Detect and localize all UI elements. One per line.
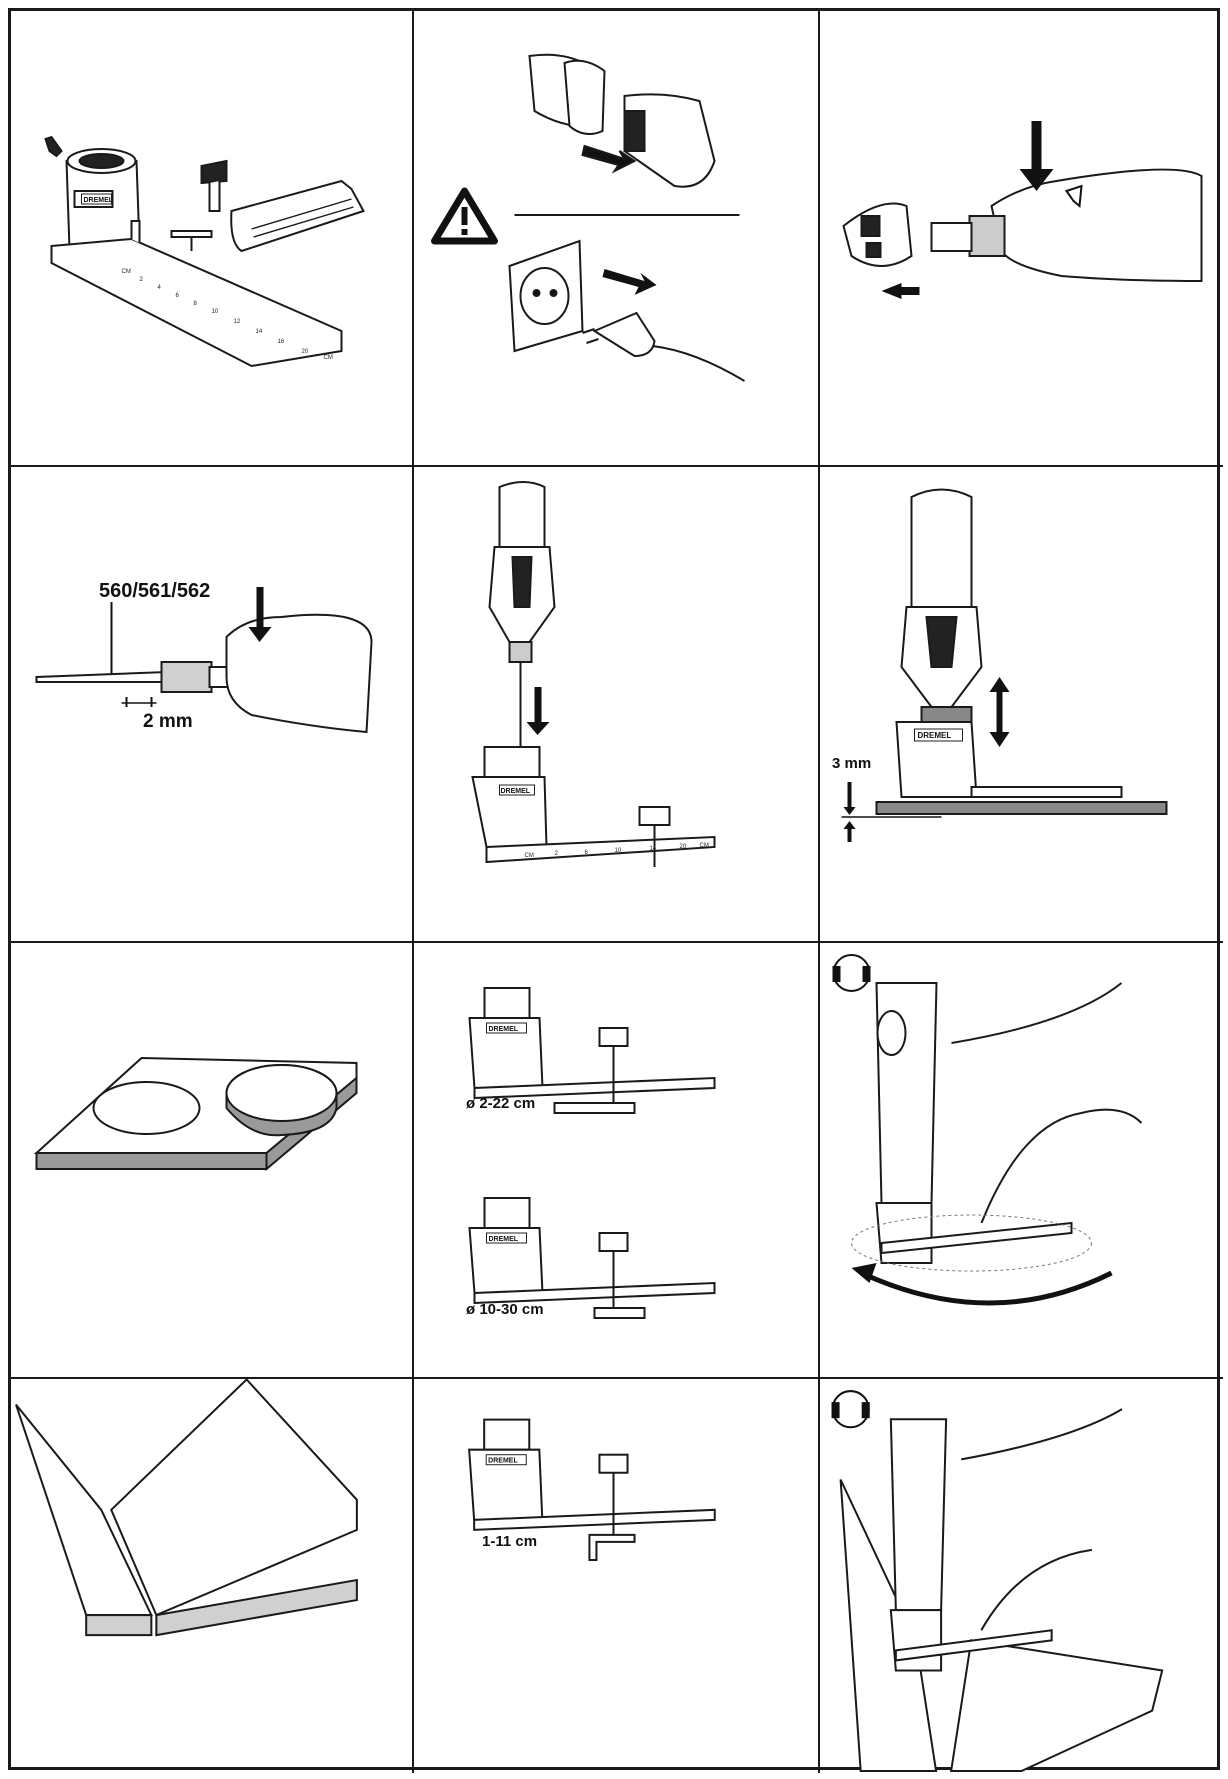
svg-text:8: 8 [194,301,198,307]
svg-text:CM: CM [122,269,131,275]
dremel-logo: DREMEL [84,197,114,204]
svg-text:CM: CM [324,355,333,361]
dremel-logo-p6: DREMEL [918,731,952,740]
ear-protection-icon-2 [831,1390,870,1429]
panel-circle-result [11,943,414,1379]
straight-setting-illustration: DREMEL [468,1418,716,1561]
panel-remove-cap [820,11,1223,467]
depth-label: 3 mm [832,755,872,772]
gap-measure-label: 2 mm [143,711,193,732]
panel-cut-straight [820,1379,1223,1773]
dremel-logo-p8b: DREMEL [489,1236,519,1243]
svg-text:20: 20 [302,349,309,355]
dremel-logo-p11: DREMEL [488,1458,518,1465]
panel-cut-circle [820,943,1223,1379]
svg-text:12: 12 [234,319,241,325]
svg-text:6: 6 [585,850,589,856]
dremel-logo-p8a: DREMEL [489,1026,519,1033]
straight-result-illustration [15,1379,358,1637]
panel-unplug [414,11,820,467]
circle-result-illustration [33,1056,358,1172]
svg-text:10: 10 [212,309,219,315]
svg-text:14: 14 [650,846,657,852]
panel-diameter-settings: DREMEL DREMEL ø 2-22 cm ø 10-30 cm [414,943,820,1379]
bit-insert-illustration [35,587,373,734]
panel-set-depth: DREMEL 3 mm [820,467,1223,943]
unplug-illustration [431,53,746,382]
svg-text:16: 16 [278,339,285,345]
warning-icon [431,187,498,245]
diameter-settings-illustration: DREMEL DREMEL [468,987,716,1319]
svg-text:CM: CM [525,853,534,859]
panel-bit-insert: 560/561/562 2 mm [11,467,414,943]
set-depth-illustration: DREMEL [841,488,1168,842]
svg-text:4: 4 [158,285,162,291]
remove-cap-illustration [842,121,1203,299]
power-plug [582,311,746,382]
svg-text:10: 10 [615,848,622,854]
panel-straight-setting: DREMEL 1-11 cm [414,1379,820,1773]
svg-text:CM: CM [700,843,709,849]
cut-circle-illustration [832,954,1143,1306]
straight-range-label: 1-11 cm [482,1533,538,1550]
wall-socket [508,239,584,353]
svg-text:2: 2 [555,851,559,857]
ear-protection-icon [832,954,871,992]
dremel-logo-p5: DREMEL [501,788,531,795]
range-small-label: ø 2-22 cm [466,1095,536,1112]
svg-text:20: 20 [680,844,687,850]
bit-model-label: 560/561/562 [99,580,211,602]
svg-text:14: 14 [256,329,263,335]
panel-straight-result [11,1379,414,1773]
svg-text:6: 6 [176,293,180,299]
cut-straight-illustration [831,1390,1164,1772]
range-large-label: ø 10-30 cm [466,1301,544,1318]
svg-text:2: 2 [140,277,144,283]
